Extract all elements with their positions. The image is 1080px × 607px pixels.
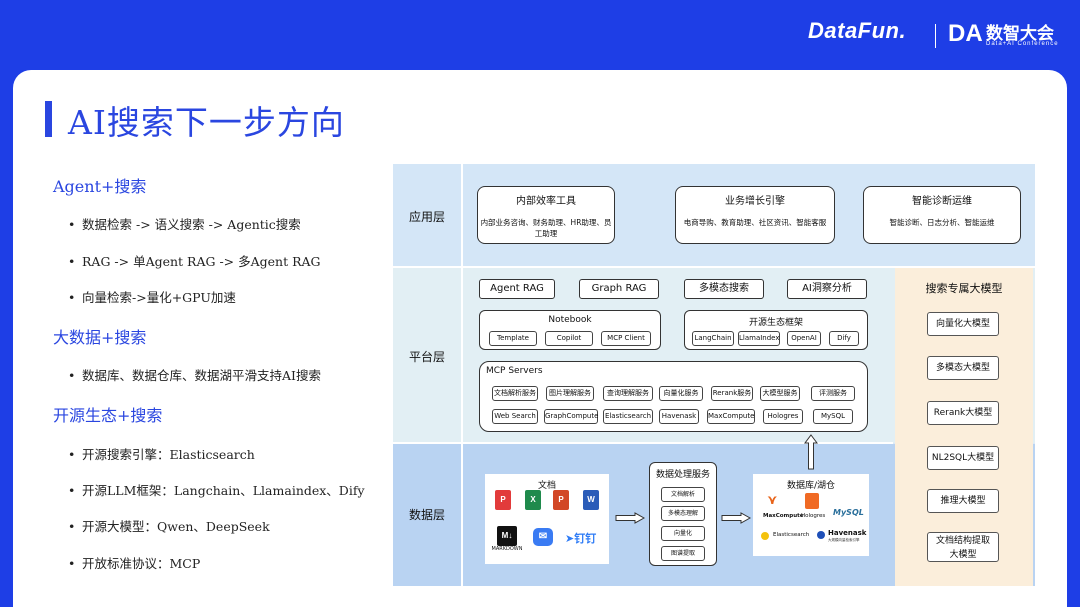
- model-box: Rerank大模型: [927, 401, 999, 425]
- excel-icon: X: [525, 490, 541, 510]
- section-heading-opensource: 开源生态+搜索: [53, 406, 163, 425]
- models-title: 搜索专属大模型: [925, 282, 1003, 295]
- maxcompute-label: MaxCompute: [763, 513, 804, 519]
- model-box: 多模态大模型: [927, 356, 999, 380]
- mcp-server: Havenask: [659, 409, 699, 424]
- mysql-logo: MySQL: [833, 508, 864, 517]
- mcp-service: 大模型服务: [760, 386, 800, 401]
- mcp-service: Rerank服务: [711, 386, 753, 401]
- hologres-label: Hologres: [801, 513, 826, 519]
- maxcompute-icon: ⋎: [767, 493, 778, 508]
- mcp-server: MaxCompute: [707, 409, 755, 424]
- processing-item: 向量化: [661, 526, 705, 541]
- right-arrow-icon: [721, 512, 751, 524]
- logo-divider: [935, 24, 936, 48]
- mcp-service: 图片理解服务: [546, 386, 594, 401]
- layer-label-data: 数据层: [408, 508, 445, 522]
- datafun-logo: DataFun.: [808, 18, 907, 43]
- app-box-internal: 内部效率工具内部业务咨询、财务助理、HR助理、员工助理: [477, 186, 615, 244]
- powerpoint-icon: P: [553, 490, 569, 510]
- mcp-server: Web Search: [492, 409, 538, 424]
- model-box: NL2SQL大模型: [927, 446, 999, 470]
- list-item: •RAG -> 单Agent RAG -> 多Agent RAG: [68, 254, 321, 269]
- app-box-growth: 业务增长引擎电商导购、教育助理、社区资讯、智能客服: [675, 186, 835, 244]
- documents-box: 文档: [485, 474, 609, 564]
- elasticsearch-label: Elasticsearch: [773, 532, 810, 538]
- processing-item: 多模态理解: [661, 506, 705, 521]
- layer-divider: [393, 266, 1035, 268]
- notebook-item: Template: [489, 331, 537, 346]
- da-logo-subtitle: Data+AI Conference: [986, 41, 1059, 47]
- oss-item: LlamaIndex: [738, 331, 780, 346]
- section-heading-agent: Agent+搜索: [53, 177, 147, 196]
- pdf-icon: P: [495, 490, 511, 510]
- list-item: •开源LLM框架：Langchain、Llamaindex、Dify: [68, 483, 365, 498]
- list-item: •开源大模型：Qwen、DeepSeek: [68, 519, 270, 534]
- havenask-label: Havenask: [828, 529, 867, 537]
- section-heading-bigdata: 大数据+搜索: [53, 328, 147, 347]
- da-logo-text: 数智大会: [986, 24, 1054, 44]
- word-icon: W: [583, 490, 599, 510]
- app-box-ops: 智能诊断运维智能诊断、日志分析、智能运维: [863, 186, 1021, 244]
- title-accent-bar: [45, 101, 52, 137]
- database-lakehouse-box: 数据库/湖仓: [753, 474, 869, 556]
- elasticsearch-icon: [761, 532, 769, 540]
- model-box: 推理大模型: [927, 489, 999, 513]
- platform-agent-rag: Agent RAG: [479, 279, 555, 299]
- right-arrow-icon: [615, 512, 645, 524]
- hologres-icon: [805, 493, 819, 509]
- oss-item: Dify: [829, 331, 859, 346]
- list-item: •开放标准协议：MCP: [68, 556, 201, 571]
- model-box: 向量化大模型: [927, 312, 999, 336]
- oss-item: OpenAI: [787, 331, 821, 346]
- havenask-icon: [817, 531, 825, 539]
- markdown-icon: M↓: [497, 526, 517, 546]
- mcp-server: Elasticsearch: [603, 409, 653, 424]
- list-item: •开源搜索引擎：Elasticsearch: [68, 447, 255, 462]
- mail-icon: ✉: [533, 528, 553, 546]
- up-arrow-icon: [804, 434, 818, 470]
- architecture-diagram: 应用层 平台层 数据层 内部效率工具内部业务咨询、财务助理、HR助理、员工助理 …: [393, 164, 1035, 586]
- model-box: 文档结构提取大模型: [927, 532, 999, 562]
- notebook-item: MCP Client: [601, 331, 651, 346]
- mcp-server: MySQL: [813, 409, 853, 424]
- oss-item: LangChain: [692, 331, 734, 346]
- list-item: •数据库、数据仓库、数据湖平滑支持AI搜索: [68, 368, 321, 383]
- layer-divider: [461, 164, 463, 586]
- havenask-sublabel: 大规模向量检索引擎: [828, 538, 860, 542]
- layer-label-platform: 平台层: [408, 350, 445, 364]
- layer-divider: [393, 442, 893, 444]
- layer-label-app: 应用层: [408, 210, 445, 224]
- da-logo-mark: DA: [948, 20, 983, 47]
- processing-item: 图谱提取: [661, 546, 705, 561]
- mcp-service: 向量化服务: [659, 386, 703, 401]
- mcp-service: 查询理解服务: [603, 386, 653, 401]
- platform-ai-insight: AI洞察分析: [787, 279, 867, 299]
- mcp-server: GraphCompute: [544, 409, 598, 424]
- page-title: AI搜索下一步方向: [68, 103, 345, 142]
- dingtalk-logo: ➤钉钉: [565, 532, 597, 545]
- mcp-service: 评测服务: [811, 386, 855, 401]
- processing-item: 文档解析: [661, 487, 705, 502]
- list-item: •向量检索->量化+GPU加速: [68, 290, 236, 305]
- mcp-service: 文档解析服务: [492, 386, 538, 401]
- list-item: •数据检索 -> 语义搜索 -> Agentic搜索: [68, 217, 301, 232]
- notebook-item: Copilot: [545, 331, 593, 346]
- mcp-server: Hologres: [763, 409, 803, 424]
- platform-graph-rag: Graph RAG: [579, 279, 659, 299]
- platform-multimodal-search: 多模态搜索: [684, 279, 764, 299]
- markdown-label: MARKDOWN: [491, 546, 523, 552]
